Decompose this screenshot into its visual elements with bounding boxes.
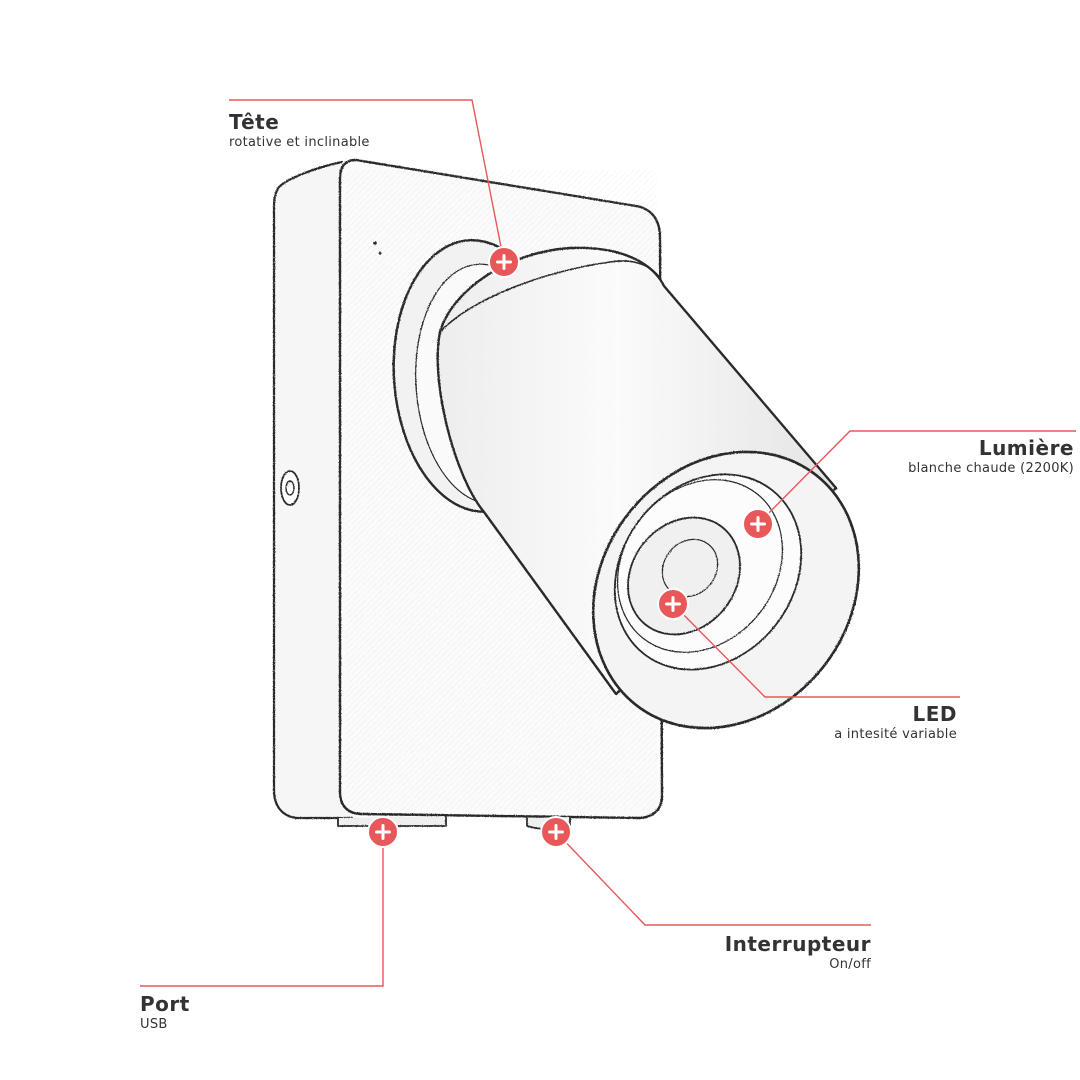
plus-icon <box>750 516 766 532</box>
cylinder-top-cap <box>439 260 665 333</box>
callout-led: LED a intesité variable <box>834 702 957 744</box>
led-lens-outer <box>627 516 741 636</box>
callout-subtitle: rotative et inclinable <box>229 135 370 150</box>
plus-icon <box>496 254 512 270</box>
wall-lamp-sketch <box>272 158 861 830</box>
hotspot-lumiere[interactable] <box>742 508 774 540</box>
base-side <box>272 160 354 820</box>
screw-dot <box>378 251 382 255</box>
callout-tete: Tête rotative et inclinable <box>229 110 370 152</box>
callout-subtitle: USB <box>140 1017 168 1032</box>
callout-line-lumiere <box>757 430 1076 525</box>
callout-subtitle: On/off <box>829 957 871 972</box>
callout-port: Port USB <box>140 992 190 1034</box>
head-rim-inner <box>616 479 784 653</box>
callout-title: LED <box>912 702 957 726</box>
callout-subtitle: blanche chaude (2200K) <box>908 461 1074 476</box>
callout-title: Tête <box>229 110 280 134</box>
callout-line-tete <box>229 99 505 263</box>
callout-lumiere: Lumière blanche chaude (2200K) <box>908 436 1074 478</box>
callout-lines <box>140 99 1076 987</box>
hotspot-interrupteur[interactable] <box>540 816 572 848</box>
callout-interrupteur: Interrupteur On/off <box>725 932 871 974</box>
screw-dot <box>373 241 377 245</box>
hotspot-led[interactable] <box>657 588 689 620</box>
callout-line-port <box>140 832 384 987</box>
hotspot-port[interactable] <box>367 816 399 848</box>
callout-title: Port <box>140 992 190 1016</box>
callout-subtitle: a intesité variable <box>834 727 957 742</box>
callout-title: Lumière <box>978 436 1074 460</box>
hotspot-tete[interactable] <box>488 246 520 278</box>
callout-title: Interrupteur <box>724 932 871 956</box>
plus-icon <box>665 596 681 612</box>
side-button-inner <box>285 480 295 496</box>
callout-line-interrupteur <box>555 831 871 926</box>
plus-icon <box>548 824 564 840</box>
callout-line-led <box>672 603 960 698</box>
head-cylinder <box>436 246 838 696</box>
side-button <box>280 470 300 506</box>
plus-icon <box>375 824 391 840</box>
